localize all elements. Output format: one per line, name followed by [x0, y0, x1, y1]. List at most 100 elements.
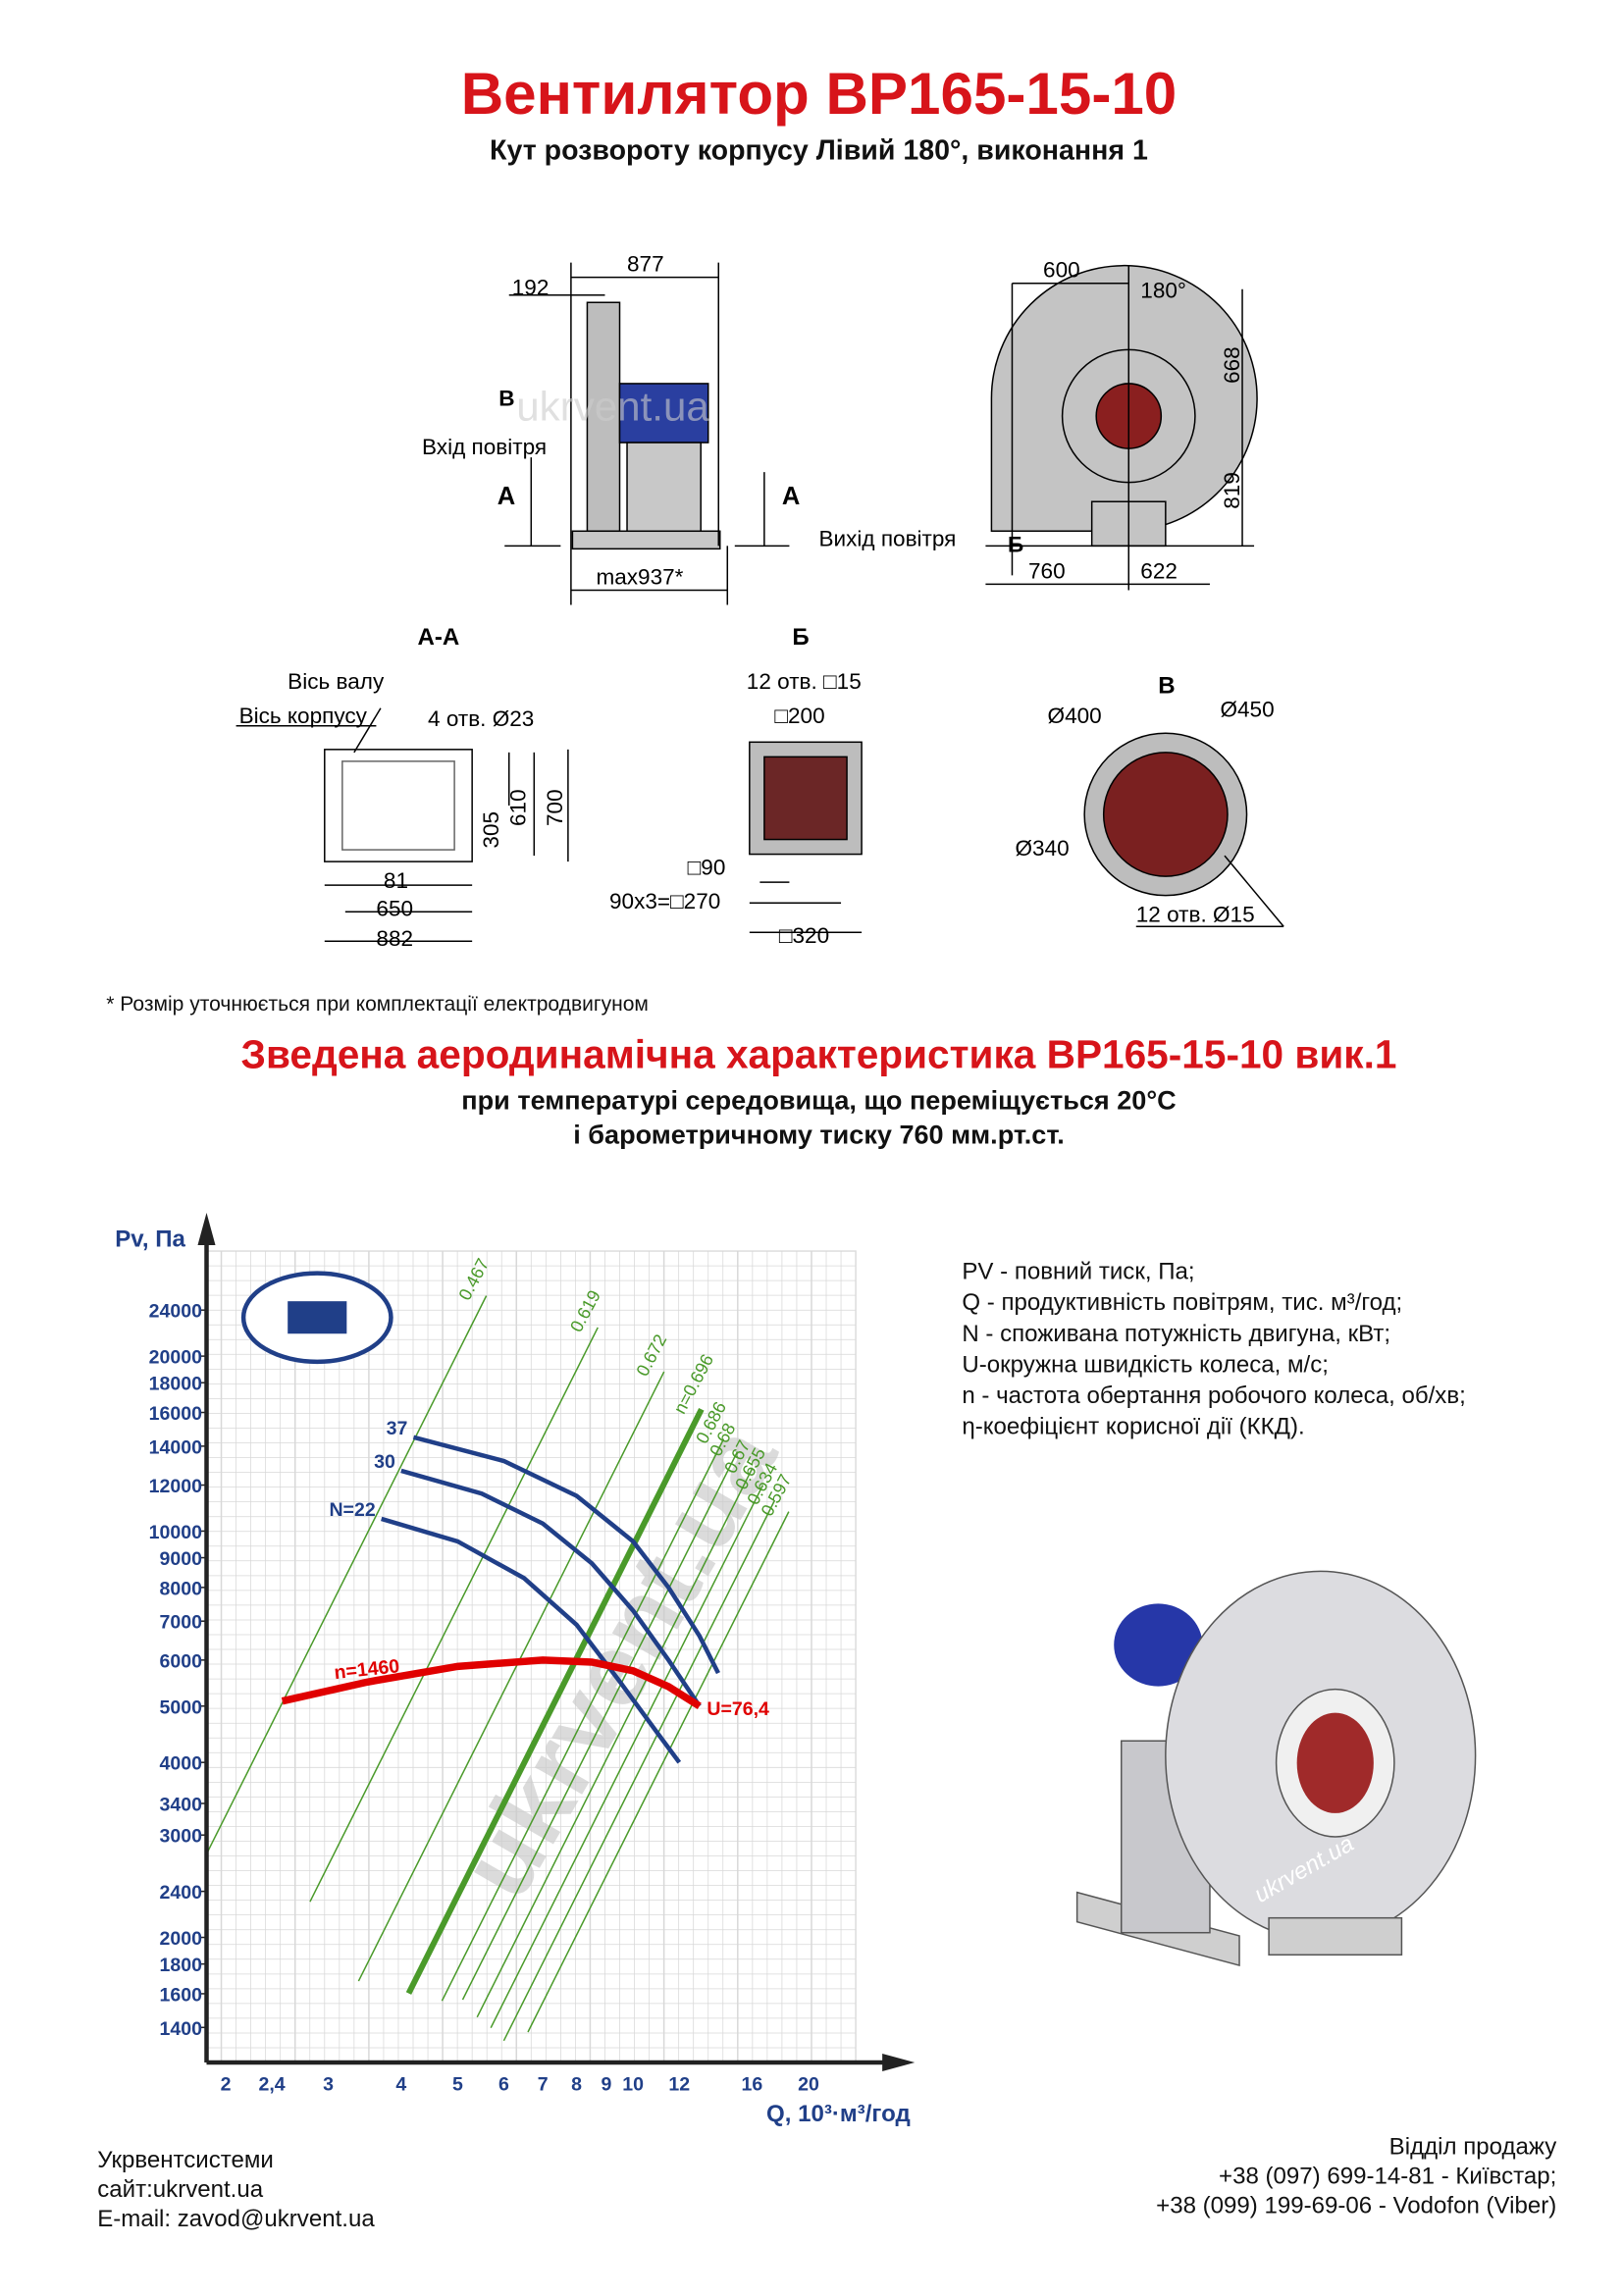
shaft-axis-label: Вісь валу — [288, 669, 385, 694]
efficiency-line — [527, 1511, 790, 2033]
stamp-fan-icon — [288, 1301, 347, 1334]
pressure-curve — [281, 1656, 702, 1709]
x-axis-arrow — [882, 2054, 916, 2072]
aero-line1: при температурі середовища, що переміщує… — [461, 1085, 1177, 1116]
x-tick-label: 7 — [538, 2074, 549, 2096]
y-tick-label: 1400 — [160, 2018, 203, 2040]
y-axis-arrow — [197, 1212, 216, 1246]
company-name: Укрвентсистеми — [97, 2148, 274, 2173]
dim-90: □90 — [688, 856, 726, 880]
x-tick-label: 5 — [452, 2074, 463, 2096]
dim-192: 192 — [512, 276, 550, 300]
footer-contacts: Укрвентсистеми сайт:ukrvent.ua E-mail: z… — [97, 2147, 374, 2235]
dim-max937: max937* — [596, 564, 683, 589]
phone-kyivstar[interactable]: +38 (097) 699-14-81 - Київстар; — [1219, 2164, 1557, 2190]
dim-305: 305 — [479, 811, 503, 849]
y-tick-label: 4000 — [160, 1753, 203, 1775]
website-link[interactable]: сайт:ukrvent.ua — [97, 2177, 264, 2203]
holes-v: 12 отв. Ø15 — [1136, 903, 1255, 927]
dim-882: 882 — [376, 926, 413, 951]
y-tick-label: 20000 — [149, 1347, 202, 1369]
power-curve — [381, 1516, 682, 1764]
section-aa-title: А-А — [418, 624, 460, 651]
x-tick-label: 12 — [668, 2074, 690, 2096]
mark-a-left: А — [497, 483, 515, 510]
efficiency-line — [490, 1485, 764, 2029]
x-tick-label: 2 — [221, 2074, 232, 2096]
x-tick-label: 4 — [395, 2074, 406, 2096]
holes-aa: 4 отв. Ø23 — [428, 706, 534, 731]
legend-item: N - споживана потужність двигуна, кВт; — [962, 1322, 1391, 1347]
efficiency-line — [476, 1468, 754, 2018]
y-tick-label: 12000 — [149, 1476, 202, 1497]
dim-81: 81 — [384, 868, 408, 893]
inlet-label: Вхід повітря — [422, 435, 547, 459]
efficiency-line — [405, 1407, 705, 1995]
footer-sales: Відділ продажу +38 (097) 699-14-81 - Киї… — [1156, 2133, 1556, 2221]
x-tick-label: 20 — [798, 2074, 819, 2096]
y-tick-label: 8000 — [160, 1578, 203, 1599]
efficiency-line — [441, 1438, 725, 2002]
y-tick-label: 24000 — [149, 1301, 202, 1323]
dim-180: 180° — [1140, 279, 1186, 303]
power-curve-label: 37 — [387, 1418, 408, 1439]
side-view — [504, 262, 790, 605]
y-tick-label: 14000 — [149, 1436, 202, 1458]
dim-340: Ø340 — [1015, 836, 1069, 861]
legend-item: n - частота обертання робочого колеса, о… — [962, 1383, 1466, 1409]
power-curve-label: N=22 — [329, 1499, 375, 1521]
section-b — [749, 741, 863, 934]
dim-450: Ø450 — [1220, 698, 1274, 722]
page-title: Вентилятор ВР165-15-10 — [460, 62, 1178, 128]
mark-b-front: Б — [1008, 532, 1023, 556]
outlet-label: Вихід повітря — [818, 526, 956, 550]
dim-610: 610 — [505, 789, 530, 826]
efficiency-line — [205, 1295, 488, 1855]
dim-270: 90x3=□270 — [609, 889, 720, 913]
y-tick-label: 7000 — [160, 1612, 203, 1634]
section-v — [1083, 732, 1284, 928]
y-axis-label: Pv, Па — [115, 1226, 185, 1253]
legend-item: U-окружна швидкість колеса, м/с; — [962, 1352, 1329, 1379]
email-link[interactable]: E-mail: zavod@ukrvent.ua — [97, 2207, 375, 2232]
holes-b: 12 отв. □15 — [747, 669, 862, 694]
section-b-title: Б — [792, 624, 809, 651]
x-tick-label: 9 — [602, 2074, 612, 2096]
page-subtitle: Кут розвороту корпусу Лівий 180°, викона… — [490, 135, 1148, 167]
phone-vodafone[interactable]: +38 (099) 199-69-06 - Vodofon (Viber) — [1156, 2193, 1557, 2219]
dim-760: 760 — [1028, 558, 1066, 583]
y-tick-label: 18000 — [149, 1374, 202, 1395]
aero-title: Зведена аеродинамічна характеристика ВР1… — [240, 1032, 1397, 1077]
dim-600: 600 — [1043, 258, 1080, 283]
y-tick-label: 10000 — [149, 1522, 202, 1543]
y-tick-label: 1800 — [160, 1955, 203, 1976]
aero-line2: і барометричному тиску 760 мм.рт.ст. — [573, 1120, 1065, 1150]
x-tick-label: 8 — [571, 2074, 582, 2096]
y-tick-label: 2000 — [160, 1928, 203, 1950]
power-curve — [412, 1435, 720, 1675]
section-aa — [236, 707, 569, 943]
dim-650: 650 — [376, 897, 413, 921]
dim-700: 700 — [543, 789, 567, 826]
efficiency-line — [502, 1499, 776, 2042]
legend: PV - повний тиск, Па; Q - продуктивність… — [962, 1257, 1465, 1442]
technical-drawings: 877 192 max937* Вхід повітря В А А ukrve… — [236, 252, 1284, 951]
mark-a-right: А — [782, 483, 800, 510]
dim-877: 877 — [627, 252, 664, 277]
legend-item: η-коефіцієнт корисної дії (ККД). — [962, 1414, 1305, 1440]
footnote: * Розмір уточнюється при комплектації ел… — [106, 991, 649, 1016]
efficiency-line — [309, 1327, 599, 1903]
y-tick-label: 2400 — [160, 1882, 203, 1904]
dim-200: □200 — [774, 704, 824, 728]
fan-3d-image: ukrvent.ua — [1075, 1570, 1477, 1966]
legend-item: Q - продуктивність повітрям, тис. м³/год… — [962, 1290, 1403, 1317]
y-tick-label: 9000 — [160, 1548, 203, 1570]
x-tick-label: 10 — [622, 2074, 644, 2096]
y-tick-label: 3400 — [160, 1795, 203, 1816]
y-tick-label: 3000 — [160, 1826, 203, 1848]
dim-668: 668 — [1220, 346, 1244, 384]
efficiency-line — [461, 1451, 739, 2001]
mark-b: В — [498, 386, 514, 410]
